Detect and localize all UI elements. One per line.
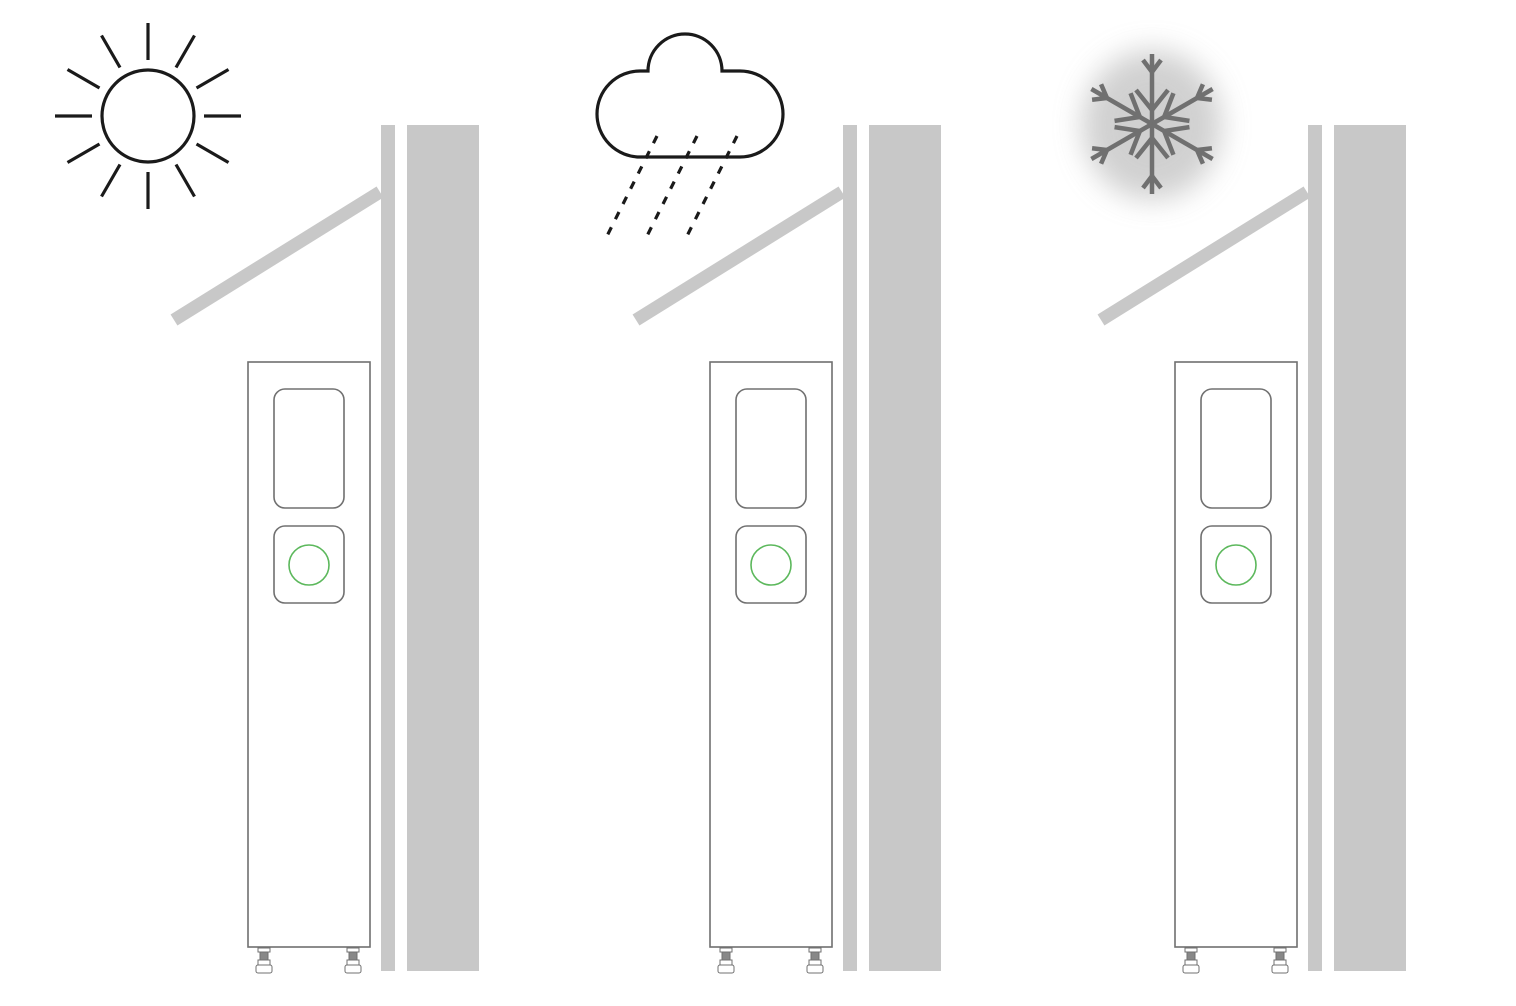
charging-station bbox=[636, 125, 941, 973]
station-scene-snow bbox=[1082, 50, 1406, 973]
charging-station bbox=[174, 125, 479, 973]
sun-icon bbox=[55, 23, 241, 209]
snowflake-icon bbox=[1082, 50, 1222, 200]
station-scene-rain bbox=[595, 32, 941, 973]
charging-station bbox=[1101, 125, 1406, 973]
rain-cloud-icon bbox=[595, 32, 785, 237]
station-scene-sun bbox=[55, 23, 479, 973]
